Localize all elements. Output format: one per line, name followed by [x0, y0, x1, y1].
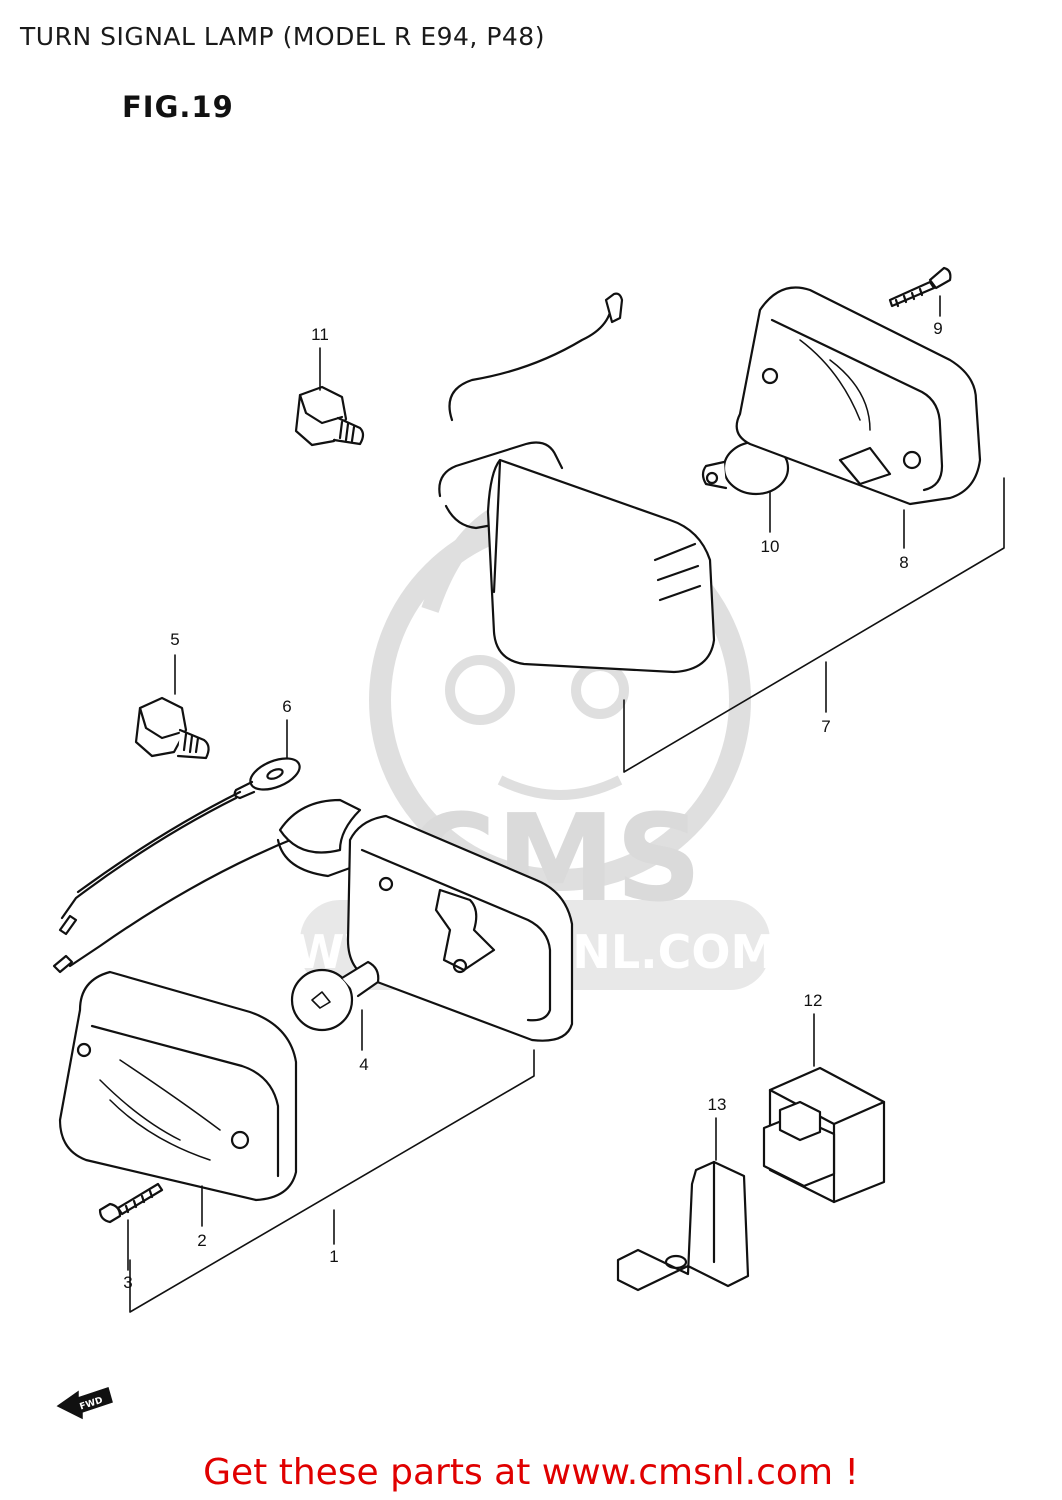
part-3-screw [98, 1182, 164, 1224]
part-4-bulb [290, 960, 380, 1032]
callout-5: 5 [170, 630, 179, 649]
part-7-lamp-housing [438, 292, 716, 674]
part-2-lens [58, 970, 298, 1202]
callout-13: 13 [708, 1095, 727, 1114]
callout-10: 10 [761, 537, 780, 556]
part-11-bolt [294, 385, 365, 447]
callout-7: 7 [821, 717, 830, 736]
callout-2: 2 [197, 1231, 206, 1250]
callout-9: 9 [933, 319, 942, 338]
callout-8: 8 [899, 553, 908, 572]
callout-4: 4 [359, 1055, 368, 1074]
part-8-lens [735, 286, 982, 506]
callout-12: 12 [804, 991, 823, 1010]
part-1-lamp-housing [276, 798, 574, 1042]
callout-labels: 11 9 10 8 7 5 6 4 12 13 2 1 3 [123, 319, 942, 1292]
part-9-screw [888, 266, 952, 308]
callout-6: 6 [282, 697, 291, 716]
forward-direction-arrow: FWD [56, 1387, 113, 1420]
callout-11: 11 [311, 325, 329, 344]
leader-lines [127, 295, 1005, 1313]
part-6-ring-terminal [52, 757, 302, 974]
part-12-flasher-relay [762, 1066, 886, 1204]
footer-call-to-action[interactable]: Get these parts at www.cmsnl.com ! [203, 1452, 859, 1493]
figure-label: FIG.19 [122, 90, 234, 124]
callout-3: 3 [123, 1273, 132, 1292]
part-10-bulb [701, 440, 790, 496]
page-title: TURN SIGNAL LAMP (MODEL R E94, P48) [20, 22, 545, 51]
part-5-bolt [134, 696, 210, 760]
part-13-bracket [616, 1160, 750, 1292]
callout-1: 1 [329, 1247, 338, 1266]
